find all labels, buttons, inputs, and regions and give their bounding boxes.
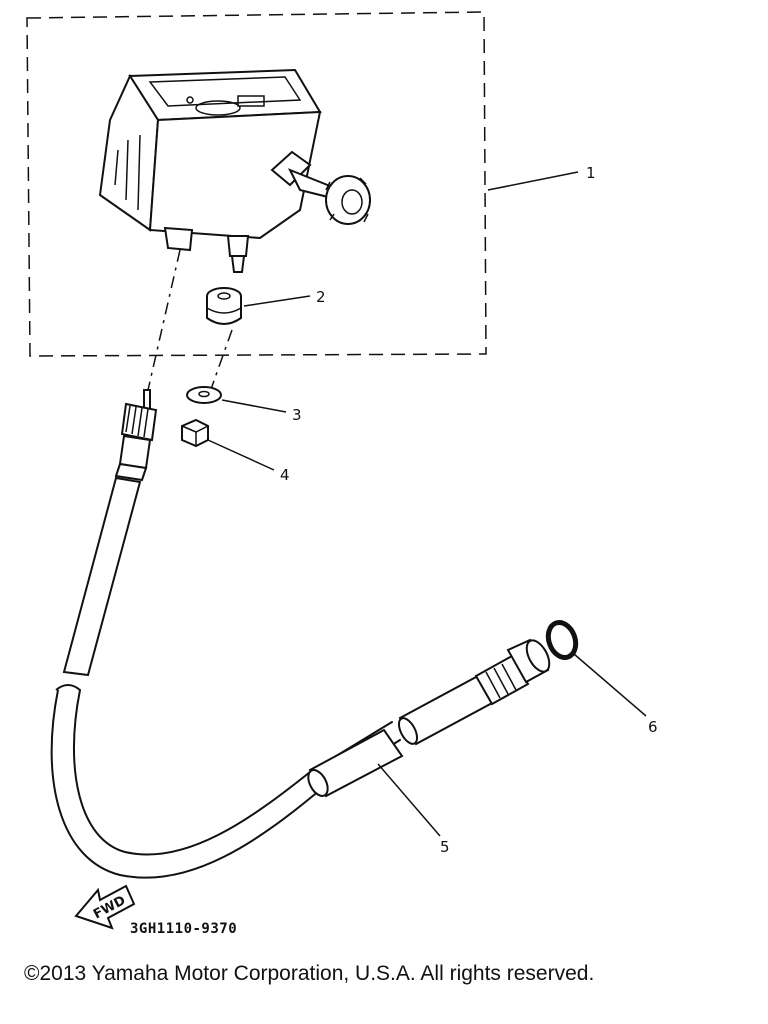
- fwd-arrow-icon: FWD: [74, 884, 136, 930]
- washer-part-3: [186, 386, 222, 404]
- cable-centerline: [147, 249, 181, 391]
- callout-4: 4: [280, 466, 290, 484]
- leader-line-4: [207, 439, 275, 471]
- grommet-part-2: [206, 287, 242, 325]
- grommet-centerline: [209, 329, 233, 393]
- cable-upper-fitting: [114, 389, 158, 482]
- leader-line-1: [487, 171, 579, 191]
- cable-upper-section: [62, 476, 142, 677]
- callout-1: 1: [586, 164, 596, 182]
- callout-5: 5: [440, 838, 450, 856]
- cable-sleeve: [307, 728, 404, 798]
- cable-lower-section: [50, 689, 401, 879]
- cable-lower-fitting: [397, 638, 551, 746]
- leader-line-3: [221, 399, 287, 413]
- meter-assembly: [98, 68, 371, 273]
- o-ring-part-6: [545, 620, 579, 660]
- leader-line-6: [573, 653, 647, 717]
- leader-line-5: [377, 763, 441, 837]
- nut-part-4: [181, 418, 209, 448]
- callout-6: 6: [648, 718, 658, 736]
- leader-line-2: [243, 295, 311, 307]
- assembly-dashed-box: [26, 11, 487, 357]
- callout-2: 2: [316, 288, 326, 306]
- copyright-notice: ©2013 Yamaha Motor Corporation, U.S.A. A…: [24, 962, 595, 985]
- diagram-part-code: 3GH1110-9370: [130, 921, 237, 937]
- callout-3: 3: [292, 406, 302, 424]
